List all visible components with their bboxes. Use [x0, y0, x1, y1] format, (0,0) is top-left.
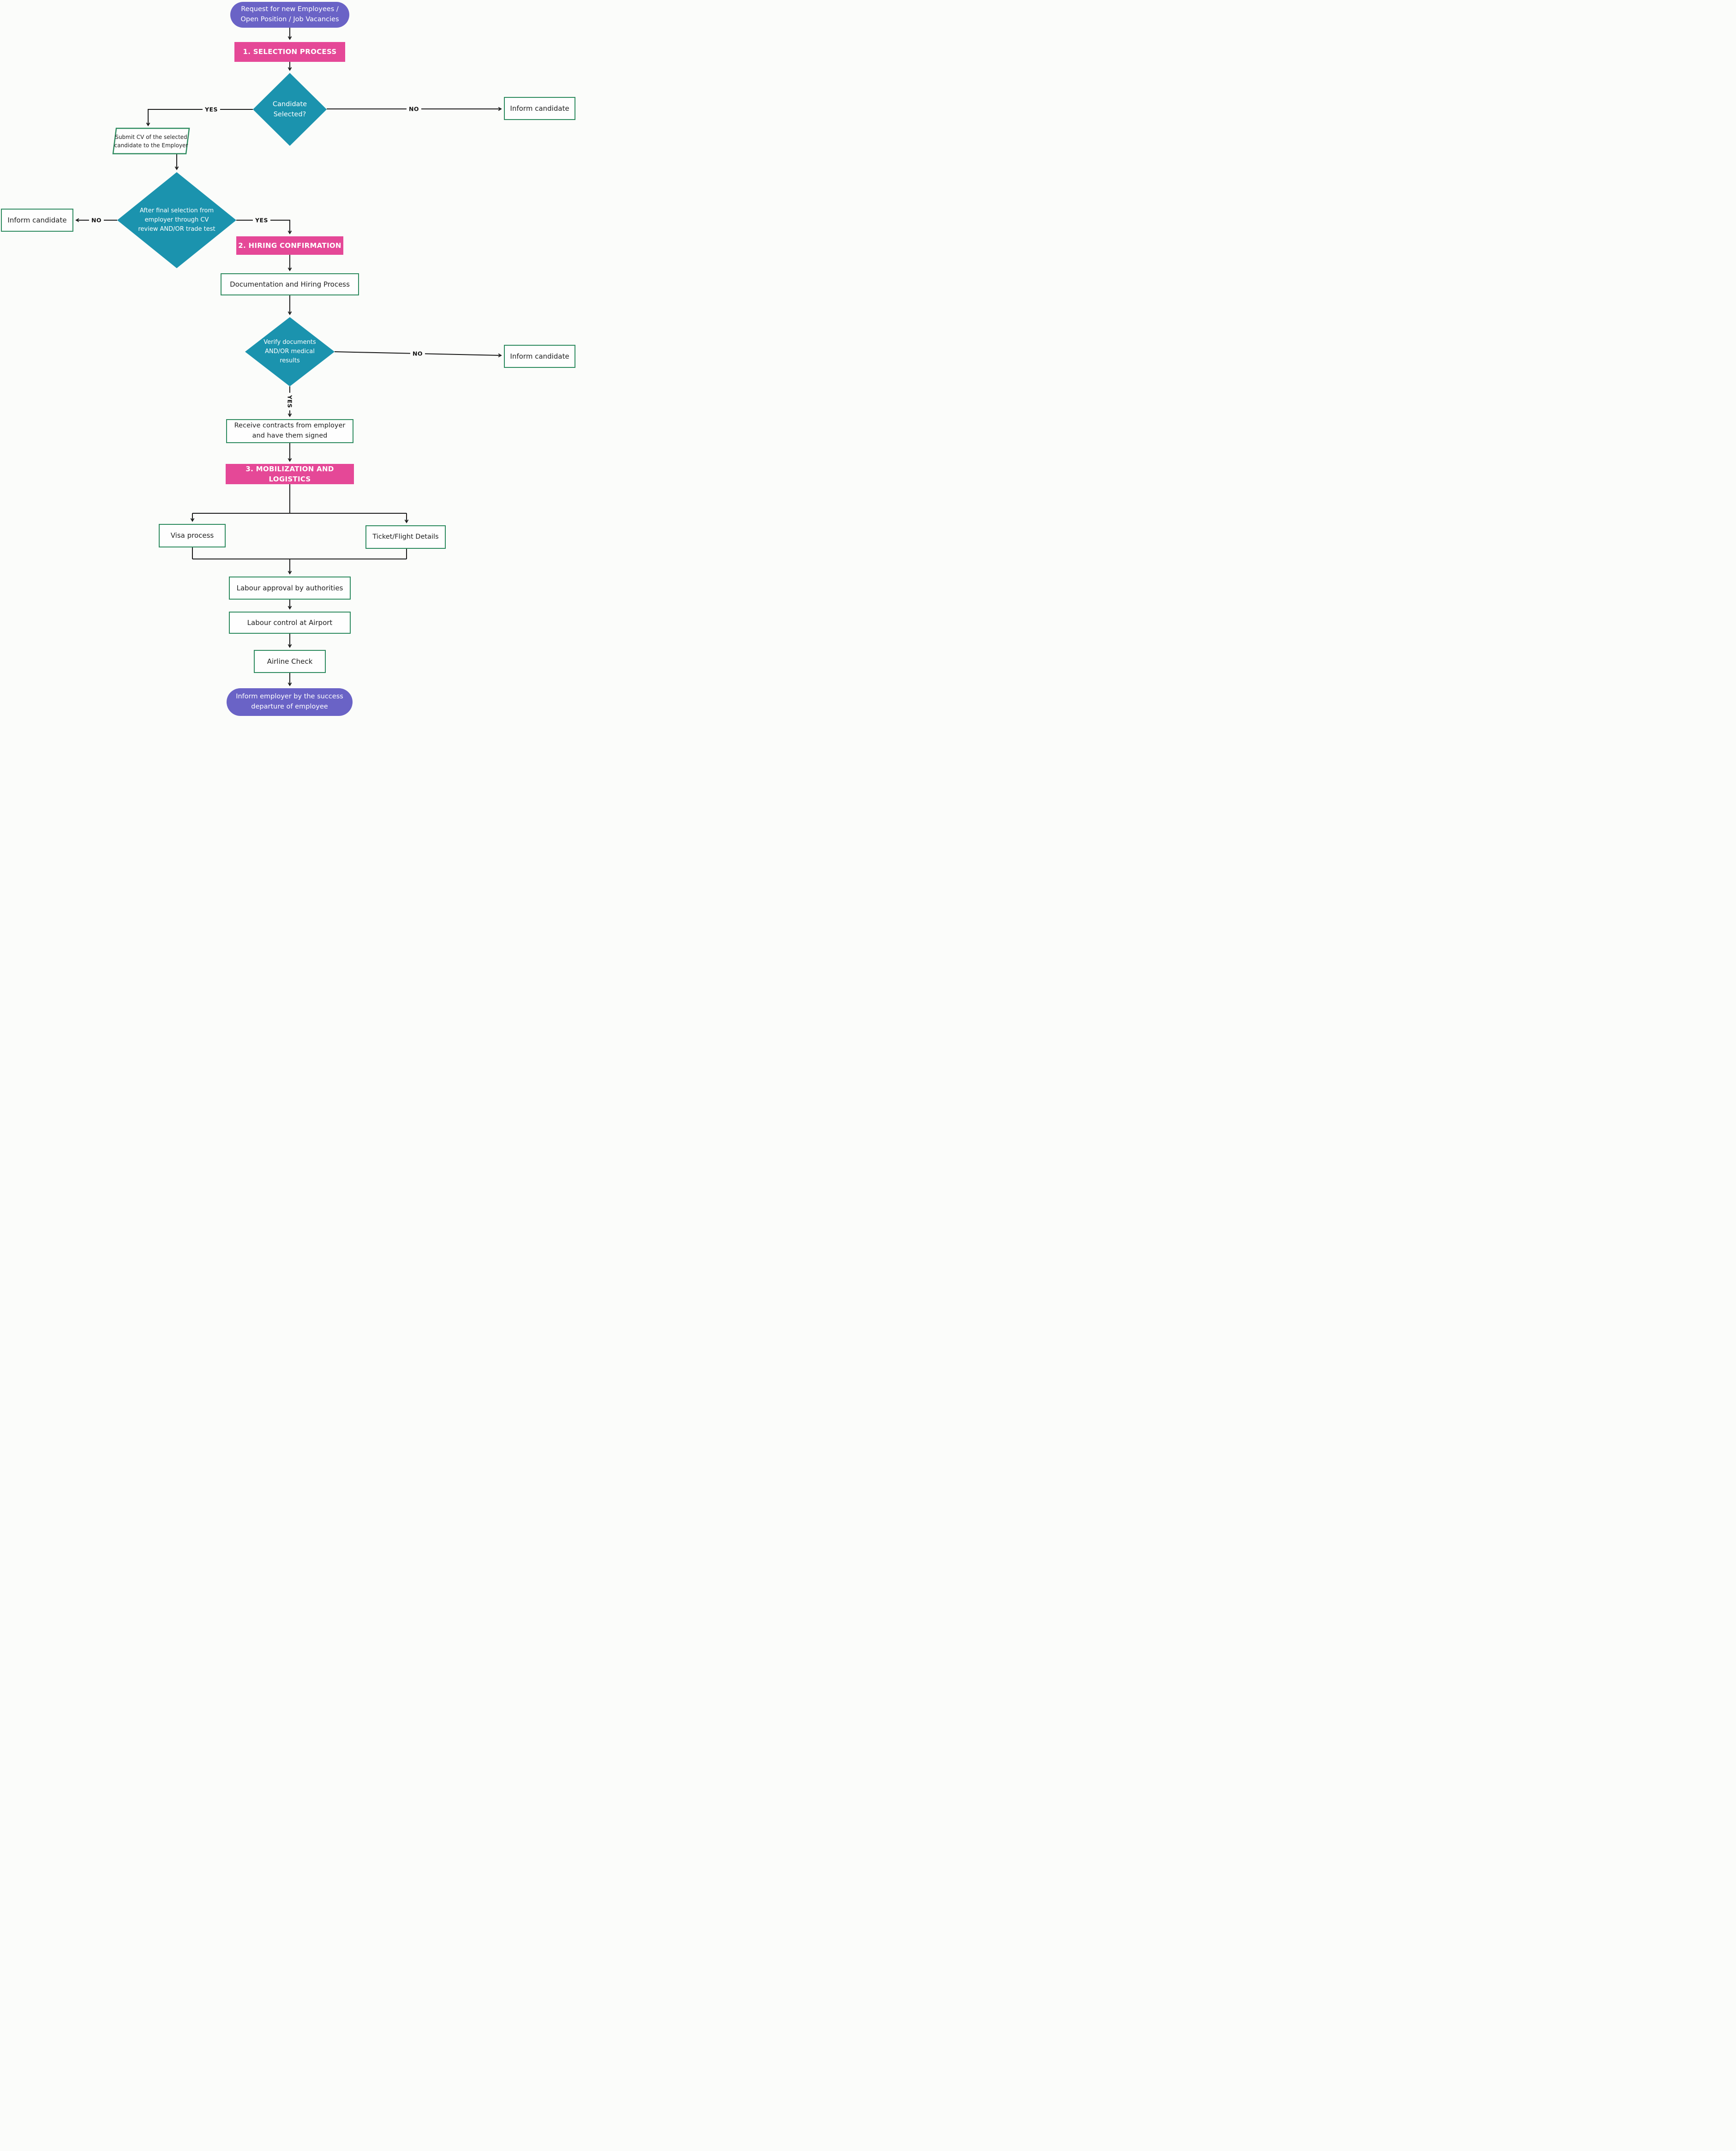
node-inform-candidate-3: Inform candidate [504, 345, 575, 368]
edge-label-yes-verify-documents: YES [286, 392, 293, 411]
decision-diamond-candidate-selected [253, 73, 327, 146]
connector-lines [75, 28, 502, 686]
node-inform-candidate-1: Inform candidate [504, 97, 575, 120]
flowchart-canvas: Request for new Employees / Open Positio… [0, 0, 579, 717]
edge-label-yes-candidate-selected: YES [202, 106, 221, 113]
node-labour-approval: Labour approval by authorities [229, 577, 351, 600]
node-airline-check: Airline Check [254, 650, 326, 673]
node-io-submit-cv: Submit CV of the selected candidate to t… [114, 133, 188, 149]
node-end-terminator: Inform employer by the success departure… [227, 688, 353, 716]
node-decision-final-selection: After final selection from employer thro… [138, 207, 216, 233]
edge-label-yes-final-selection: YES [252, 216, 271, 224]
node-stage-mobilization-logistics: 3. MOBILIZATION AND LOGISTICS [226, 464, 354, 484]
node-decision-candidate-selected: Candidate Selected? [272, 100, 307, 118]
io-parallelogram-submit-cv [112, 127, 190, 155]
node-documentation-hiring-process: Documentation and Hiring Process [221, 273, 359, 295]
edge-label-no-verify-documents: NO [410, 350, 425, 357]
node-start-terminator: Request for new Employees / Open Positio… [230, 2, 349, 28]
node-decision-verify-documents: Verify documents AND/OR medical results [263, 338, 316, 365]
node-labour-control-airport: Labour control at Airport [229, 612, 351, 634]
node-visa-process: Visa process [159, 524, 226, 547]
node-stage-selection-process: 1. SELECTION PROCESS [234, 42, 345, 62]
edge-label-no-final-selection: NO [89, 216, 104, 224]
node-ticket-flight-details: Ticket/Flight Details [365, 525, 446, 549]
node-stage-hiring-confirmation: 2. HIRING CONFIRMATION [236, 236, 343, 255]
decision-diamond-final-selection [117, 172, 236, 268]
decision-diamond-verify-documents [245, 317, 335, 386]
node-inform-candidate-2: Inform candidate [1, 209, 73, 232]
node-receive-contracts: Receive contracts from employer and have… [226, 419, 353, 443]
edge-label-no-candidate-selected: NO [406, 105, 422, 113]
